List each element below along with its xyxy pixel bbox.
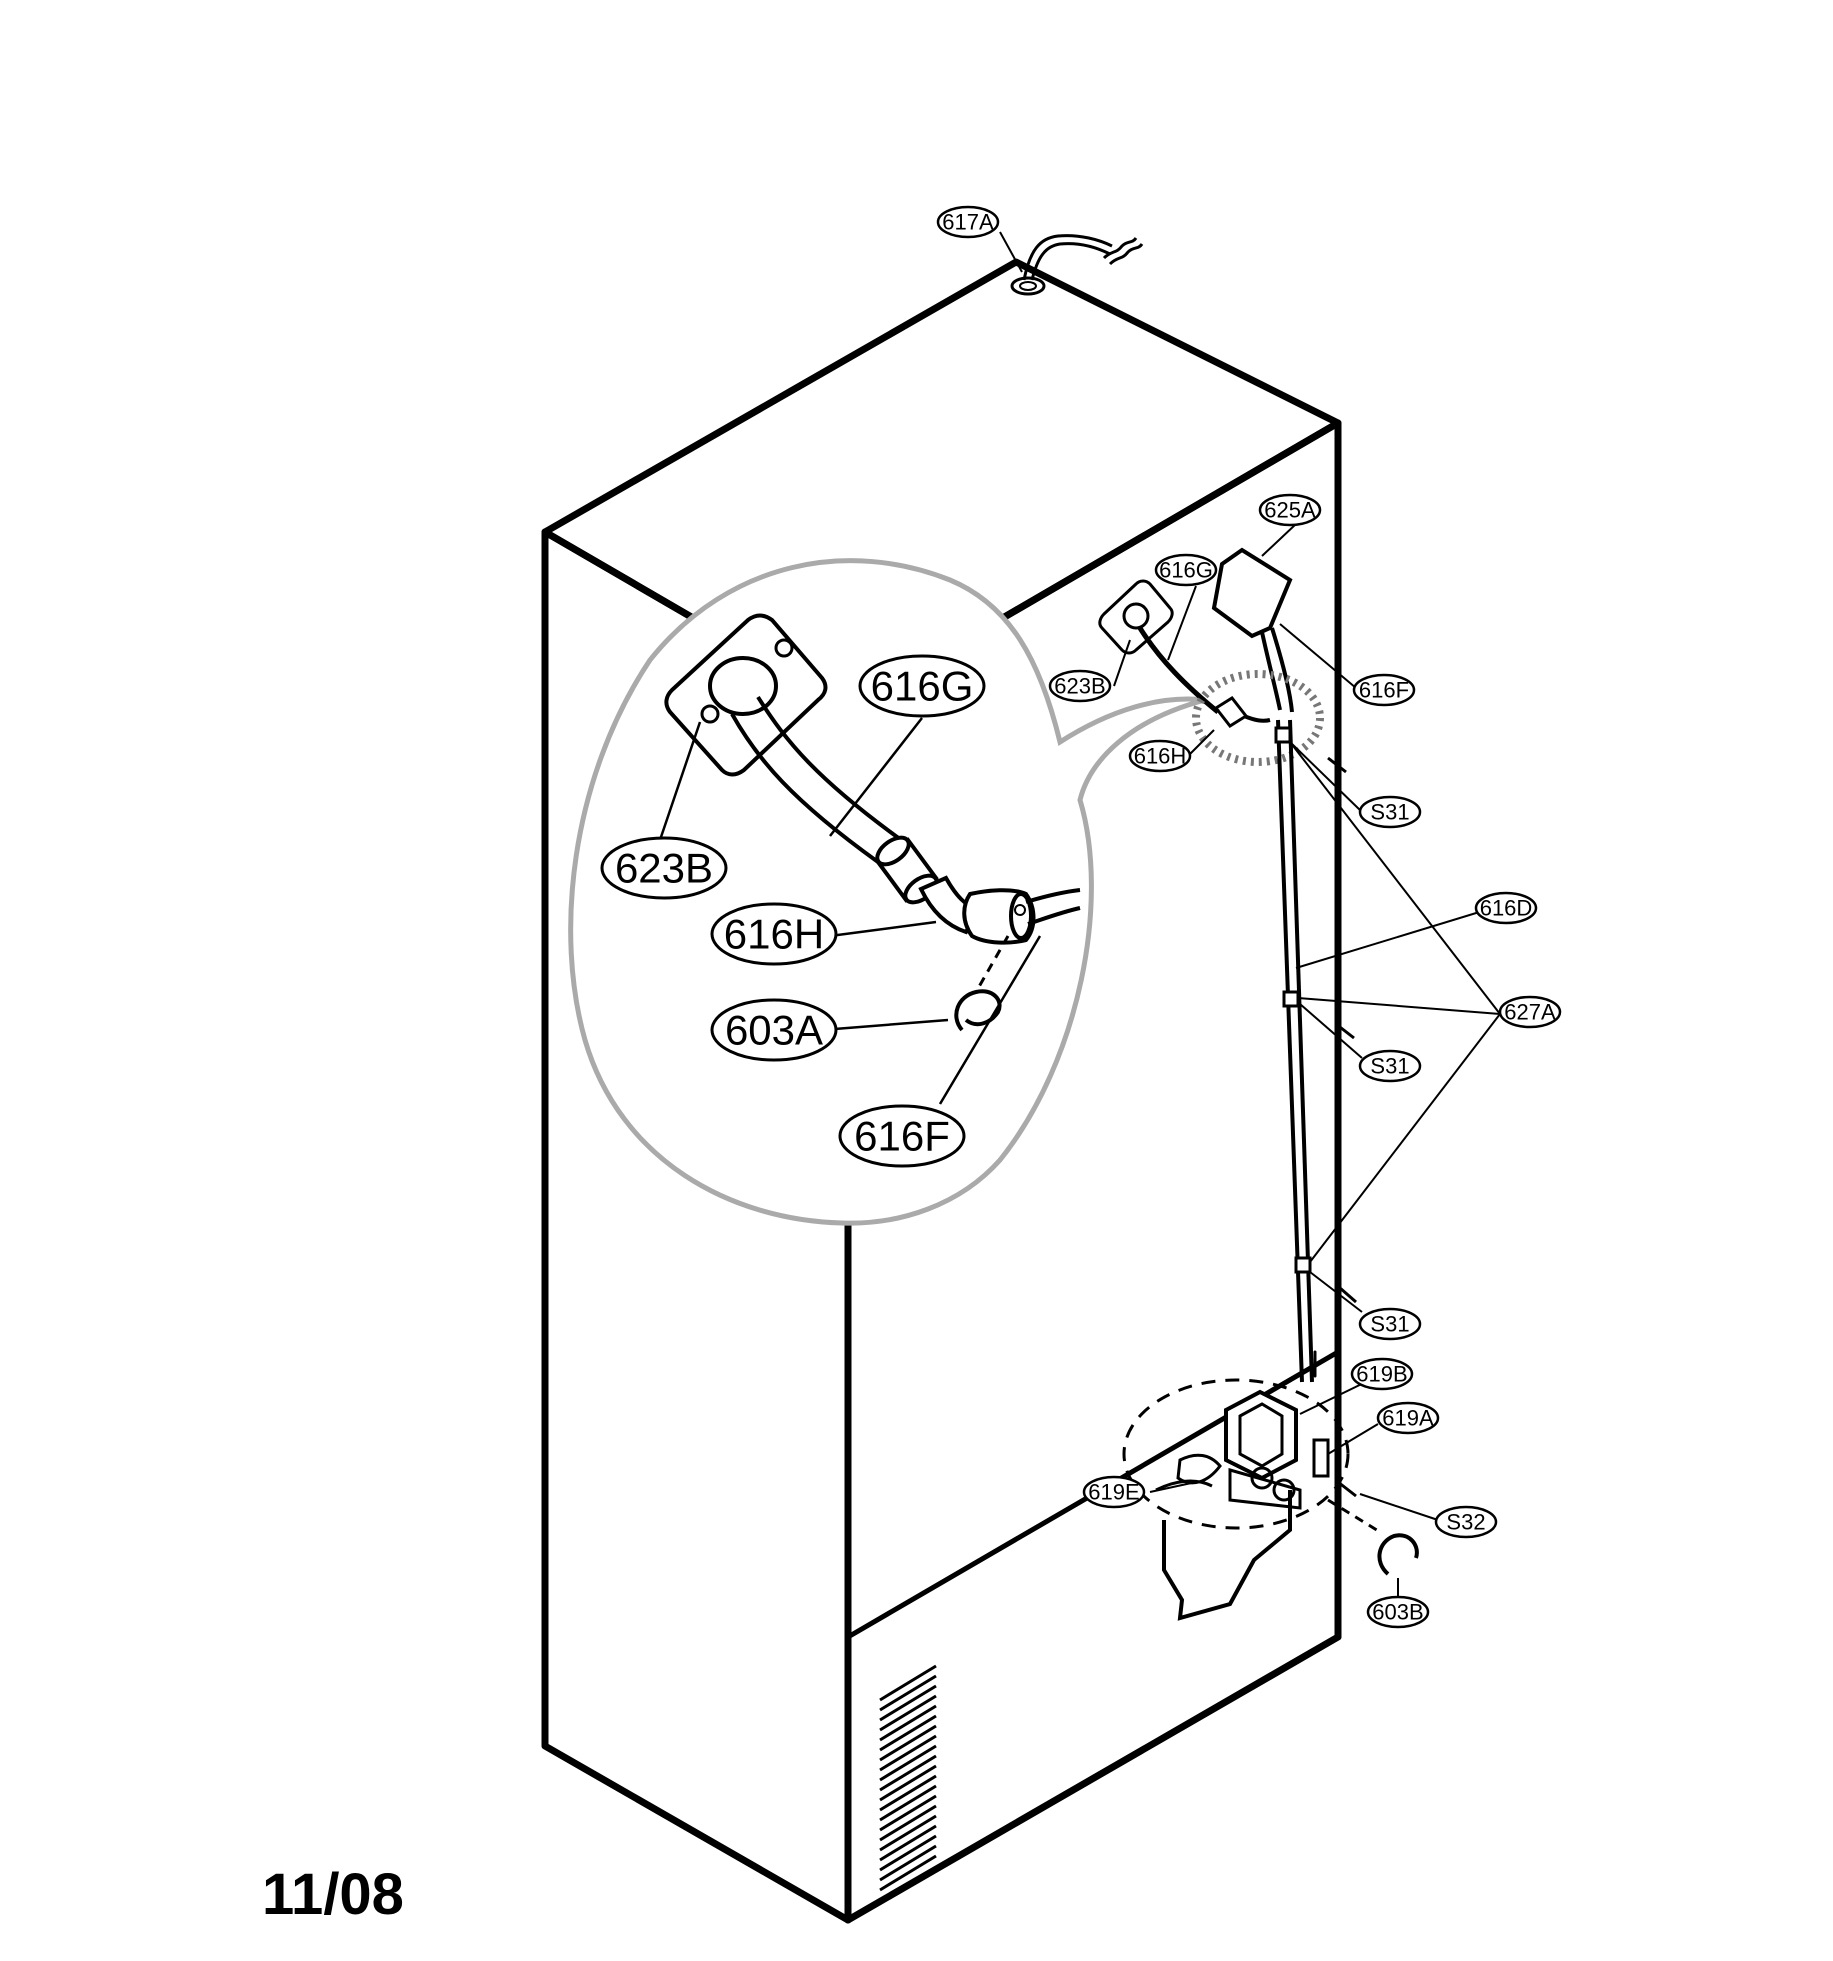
callout-616G: 616G [1154, 553, 1218, 587]
svg-text:616D: 616D [1480, 896, 1533, 921]
svg-text:S31: S31 [1370, 1312, 1409, 1337]
date-code: 11/08 [262, 1862, 404, 1927]
clip-dashed-path [974, 935, 1010, 993]
vent-grille [879, 1664, 937, 1892]
detail-bubble: 616G 623B 616H 603A 616F [568, 558, 1206, 1226]
callout-616F-detail: 616F [838, 1104, 966, 1168]
svg-text:616G: 616G [871, 663, 974, 710]
svg-text:S32: S32 [1446, 1510, 1485, 1535]
svg-text:627A: 627A [1504, 1000, 1556, 1025]
svg-text:619A: 619A [1382, 1406, 1434, 1431]
callout-619B: 619B [1350, 1357, 1414, 1391]
break-mark [1102, 237, 1138, 260]
svg-text:S31: S31 [1370, 1054, 1409, 1079]
hose-detail [730, 695, 906, 864]
svg-text:603B: 603B [1372, 1600, 1423, 1625]
cabinet-back-panel [844, 419, 1342, 1924]
callout-S32: S32 [1434, 1505, 1498, 1539]
grommet [1010, 276, 1046, 296]
supply-tube [1022, 234, 1113, 281]
vertical-water-line [1276, 719, 1304, 1383]
clip-603B [1377, 1533, 1419, 1576]
callout-S31-middle: S31 [1358, 1049, 1422, 1083]
svg-text:617A: 617A [942, 210, 994, 235]
svg-text:623B: 623B [615, 845, 713, 892]
callout-623B: 623B [1048, 669, 1112, 703]
callout-616D: 616D [1474, 891, 1538, 925]
svg-text:616F: 616F [854, 1113, 950, 1160]
tube-detail [1025, 888, 1081, 926]
svg-text:619B: 619B [1356, 1362, 1407, 1387]
callout-616F: 616F [1352, 673, 1416, 707]
valve-assembly-upper [1098, 547, 1357, 1383]
callout-627A: 627A [1498, 995, 1562, 1029]
svg-text:S31: S31 [1370, 800, 1409, 825]
callout-623B-detail: 623B [600, 836, 728, 900]
callout-619A: 619A [1376, 1401, 1440, 1435]
callout-S31-upper: S31 [1358, 795, 1422, 829]
detail-leaders [658, 717, 1042, 1105]
top-grommet-and-tube [1010, 234, 1144, 296]
svg-text:616H: 616H [724, 911, 824, 958]
valve-dashed-circle [1122, 1378, 1350, 1530]
callout-625A: 625A [1258, 493, 1322, 527]
svg-text:623B: 623B [1054, 674, 1105, 699]
callout-617A: 617A [936, 205, 1000, 239]
mounting-plate-detail [664, 613, 828, 777]
valve-assembly-lower [1122, 1378, 1419, 1621]
callout-S31-lower: S31 [1358, 1307, 1422, 1341]
callout-616G-detail: 616G [858, 654, 986, 718]
svg-text:616F: 616F [1359, 678, 1409, 703]
svg-text:603A: 603A [725, 1007, 823, 1054]
callout-603A-detail: 603A [710, 998, 838, 1062]
callout-619E: 619E [1082, 1475, 1146, 1509]
callout-603B: 603B [1366, 1595, 1430, 1629]
svg-text:616G: 616G [1159, 558, 1213, 583]
svg-text:625A: 625A [1264, 498, 1316, 523]
svg-text:619E: 619E [1088, 1480, 1139, 1505]
callout-616H-detail: 616H [710, 902, 838, 966]
detail-bubble-outline [568, 558, 1206, 1226]
svg-text:616H: 616H [1134, 744, 1187, 769]
clip-detail [954, 989, 1002, 1032]
elbow-fitting-detail [918, 875, 1036, 945]
callout-616H: 616H [1128, 739, 1192, 773]
